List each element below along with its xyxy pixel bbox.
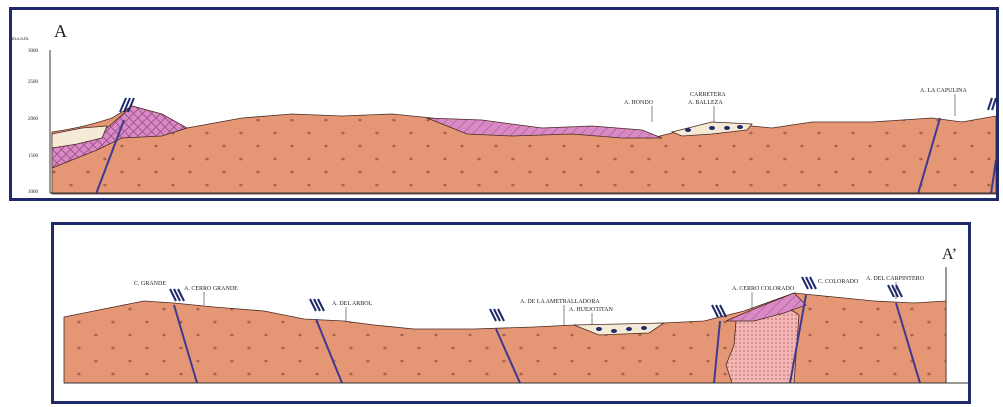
fault-symbol-icon — [712, 305, 726, 317]
tick-label-1500: 1500 — [28, 154, 39, 159]
fault-symbol-icon — [802, 277, 816, 289]
fault-symbol-icon — [170, 289, 184, 301]
tick-label-3000: 3000 — [28, 49, 39, 54]
fault-symbol-icon — [490, 309, 504, 321]
label-a-del-carpintero: A. DEL CARPINTERO — [866, 276, 925, 282]
label-carretera: CARRETERA — [690, 92, 726, 98]
label-c-grande: C. GRANDE — [134, 281, 166, 287]
label-a-de-la-ametralladora: A. DE LA AMETRALLADORA — [520, 299, 600, 305]
label-a-del-arbol: A. DEL ARBOL — [332, 301, 373, 307]
label-a-cerro-colorado: A. CERRO COLORADO — [732, 286, 795, 292]
volcanic-unit-b — [64, 293, 946, 383]
fault-symbol-icon — [310, 299, 324, 311]
tick-label-2500: 2500 — [28, 80, 39, 85]
volcanic-unit-a — [52, 106, 996, 194]
label-a-cerro-grande: A. CERRO GRANDE — [184, 286, 238, 292]
cross-section-a-svg: * * m.s.n.m. 3000 2500 2000 1500 1000 A — [12, 10, 996, 198]
label-a-balleza: A. BALLEZA — [688, 100, 723, 106]
fault-symbol-icon — [988, 98, 996, 110]
cross-section-panel-a: * * m.s.n.m. 3000 2500 2000 1500 1000 A — [9, 7, 999, 201]
tick-label-2000: 2000 — [28, 117, 39, 122]
tick-label-1000: 1000 — [28, 190, 39, 195]
axis-unit-label: m.s.n.m. — [12, 37, 29, 42]
label-c-colorado: C. COLORADO — [818, 279, 859, 285]
label-a-hondo: A. HONDO — [624, 100, 654, 106]
section-letter-a: A — [54, 21, 67, 41]
label-a-huejotitan: A. HUEJOTITAN — [569, 307, 614, 313]
cross-section-b-svg: * * A’ — [54, 225, 968, 401]
label-a-la-capulina: A. LA CAPULINA — [920, 88, 968, 94]
fault-symbol-icon — [888, 285, 902, 297]
cross-section-panel-b: * * A’ — [51, 222, 971, 404]
section-letter-a-prime: A’ — [942, 246, 957, 263]
